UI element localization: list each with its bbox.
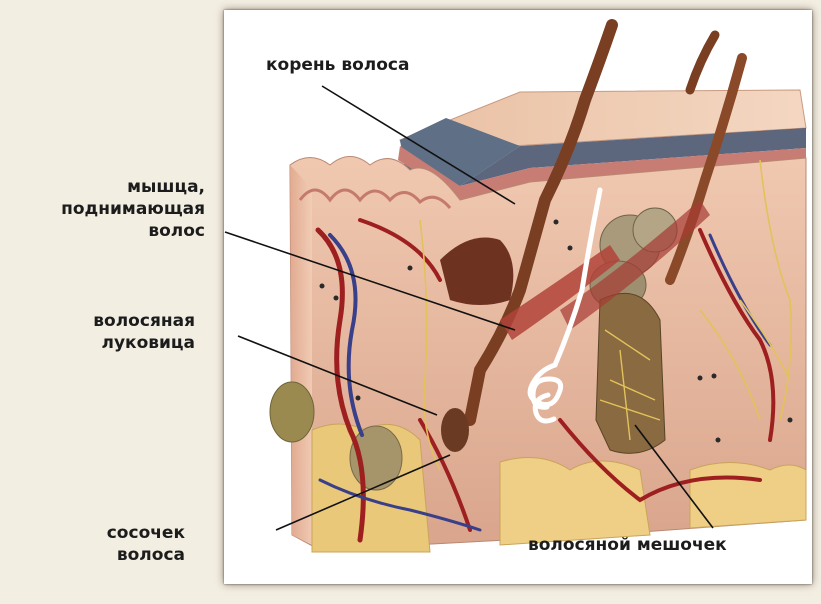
label-hair-follicle: волосяной мешочек — [528, 534, 727, 556]
label-hair-root: корень волоса — [266, 54, 409, 76]
label-hair-bulb: волосяная луковица — [93, 310, 195, 354]
hair-follicle-sac — [596, 293, 665, 453]
label-hair-papilla: сосочек волоса — [107, 522, 185, 566]
label-arrector-muscle: мышца, поднимающая волос — [61, 176, 205, 242]
